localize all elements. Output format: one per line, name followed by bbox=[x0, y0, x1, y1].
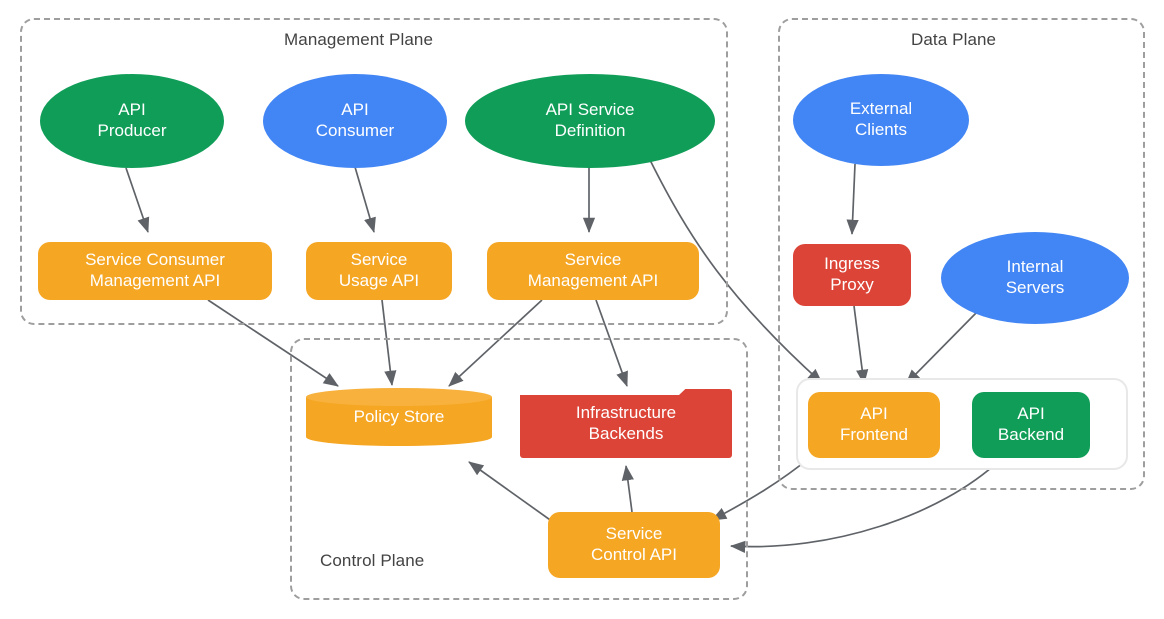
node-service-control-api[interactable]: Service Control API bbox=[548, 512, 720, 578]
policy-store-top bbox=[306, 388, 492, 406]
node-api-consumer[interactable]: API Consumer bbox=[263, 74, 447, 168]
group-data-plane bbox=[778, 18, 1145, 490]
group-label-data-plane: Data Plane bbox=[911, 30, 997, 49]
group-label-management-plane: Management Plane bbox=[284, 30, 434, 49]
node-policy-store[interactable]: Policy Store bbox=[306, 388, 492, 446]
node-infrastructure-backends[interactable]: Infrastructure Backends bbox=[520, 389, 732, 458]
node-api-frontend[interactable]: API Frontend bbox=[808, 392, 940, 458]
node-service-usage-api[interactable]: Service Usage API bbox=[306, 242, 452, 300]
group-control-plane bbox=[290, 338, 748, 600]
node-api-producer[interactable]: API Producer bbox=[40, 74, 224, 168]
policy-store-bottom bbox=[306, 428, 492, 446]
node-service-consumer-management-api[interactable]: Service Consumer Management API bbox=[38, 242, 272, 300]
node-ingress-proxy[interactable]: Ingress Proxy bbox=[793, 244, 911, 306]
node-api-backend[interactable]: API Backend bbox=[972, 392, 1090, 458]
node-internal-servers[interactable]: Internal Servers bbox=[941, 232, 1129, 324]
group-management-plane bbox=[20, 18, 728, 325]
node-external-clients[interactable]: External Clients bbox=[793, 74, 969, 166]
node-service-management-api[interactable]: Service Management API bbox=[487, 242, 699, 300]
policy-store-label: Policy Store bbox=[353, 406, 445, 426]
infrastructure-backends-label: Infrastructure Backends bbox=[575, 402, 677, 443]
group-label-control-plane: Control Plane bbox=[320, 551, 425, 570]
node-api-service-definition[interactable]: API Service Definition bbox=[465, 74, 715, 168]
